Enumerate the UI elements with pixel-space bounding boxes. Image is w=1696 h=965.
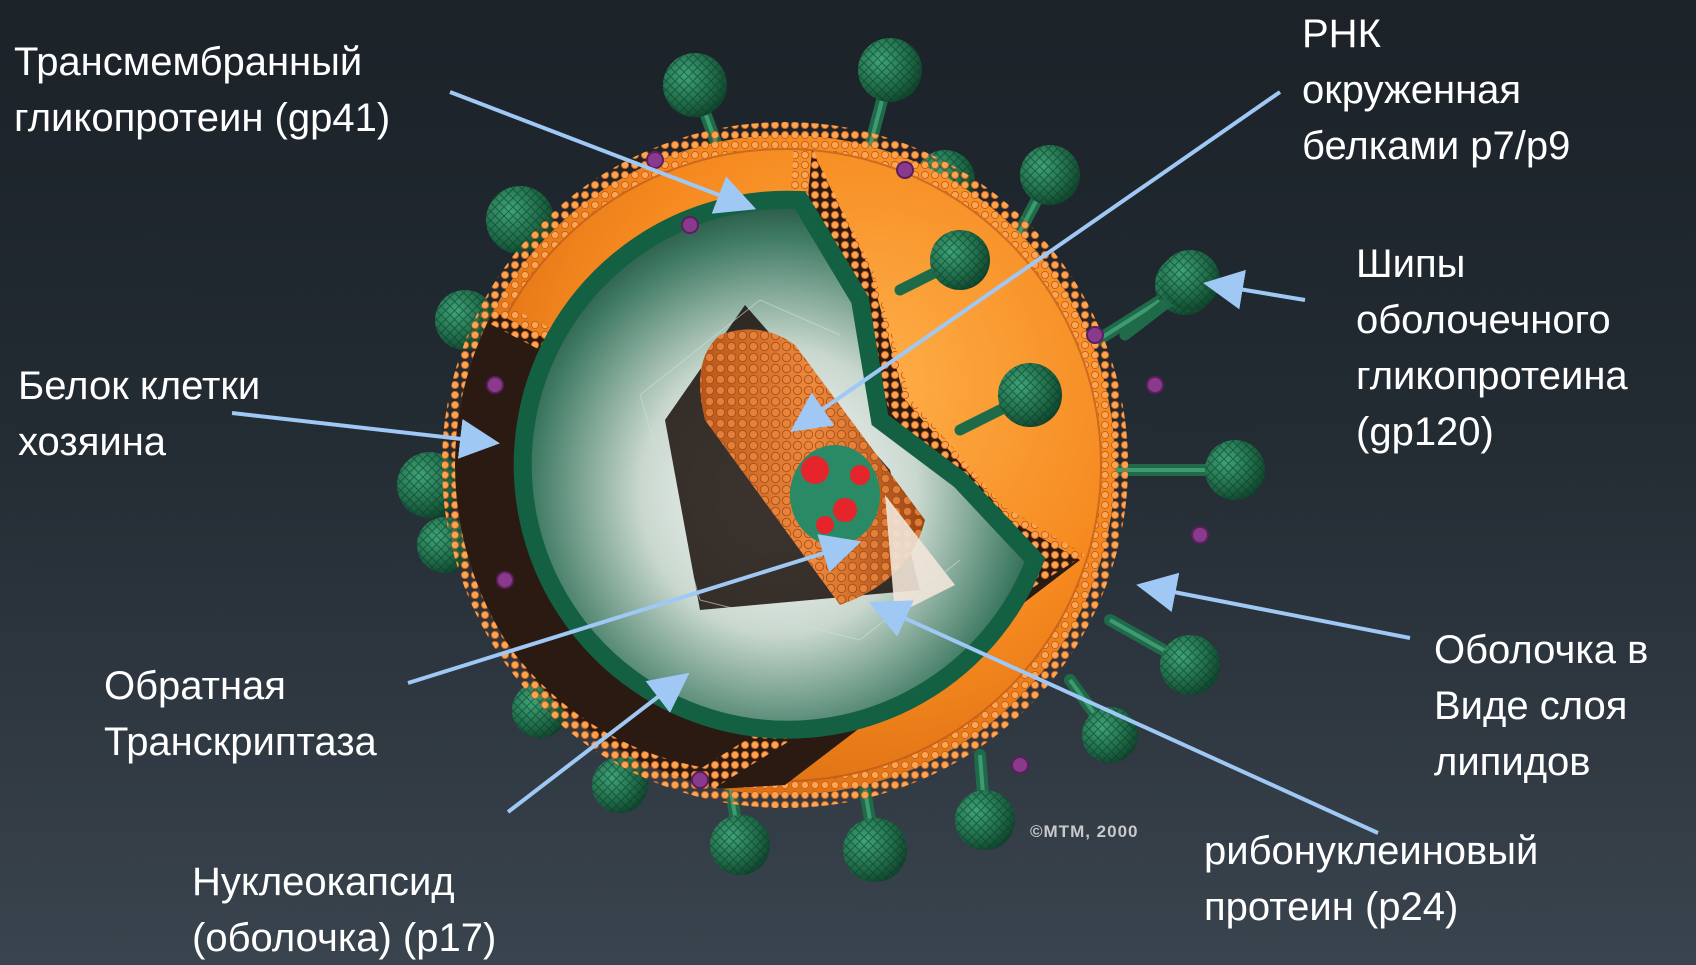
gp120-spike [843, 790, 907, 882]
label-rna-line3: белками p7/p9 [1302, 118, 1570, 174]
host-cell-protein [682, 217, 698, 233]
host-cell-protein [897, 162, 913, 178]
label-gp120: Шипы оболочечного гликопротеина (gp120) [1356, 236, 1628, 460]
label-lipid-line1: Оболочка в [1434, 622, 1648, 678]
copyright-mark: ©MTM, 2000 [1030, 822, 1139, 842]
host-cell-protein [1192, 527, 1208, 543]
label-p17-line1: Нуклеокапсид [192, 854, 496, 910]
label-rna-line2: окруженная [1302, 62, 1570, 118]
label-gp120-line3: гликопротеина [1356, 348, 1628, 404]
gp120-spike [955, 755, 1015, 850]
label-gp41: Трансмембранный гликопротеин (gp41) [14, 34, 390, 146]
label-host-protein-line1: Белок клетки [18, 358, 260, 414]
gp120-spike-front [1125, 250, 1220, 335]
label-gp120-line4: (gp120) [1356, 404, 1628, 460]
label-p24-line2: протеин (p24) [1204, 879, 1538, 935]
label-host-protein: Белок клетки хозяина [18, 358, 260, 470]
label-p24-line1: рибонуклеиновый [1204, 823, 1538, 879]
host-cell-protein [1012, 757, 1028, 773]
label-p17: Нуклеокапсид (оболочка) (p17) [192, 854, 496, 965]
host-cell-protein [1087, 327, 1103, 343]
label-lipid-line2: Виде слоя [1434, 678, 1648, 734]
host-cell-protein [1147, 377, 1163, 393]
label-rna: РНК окруженная белками p7/p9 [1302, 6, 1570, 174]
pointer-arrow [1148, 587, 1410, 638]
label-rt-line1: Обратная [104, 658, 377, 714]
pointer-arrow [1215, 285, 1305, 300]
label-rt-line2: Транскриптаза [104, 714, 377, 770]
host-cell-protein [692, 772, 708, 788]
label-gp41-line2: гликопротеин (gp41) [14, 90, 390, 146]
host-cell-protein [647, 152, 663, 168]
label-gp41-line1: Трансмембранный [14, 34, 390, 90]
label-reverse-transcriptase: Обратная Транскриптаза [104, 658, 377, 770]
label-gp120-line1: Шипы [1356, 236, 1628, 292]
gp120-spike [1110, 620, 1220, 695]
label-lipid-envelope: Оболочка в Виде слоя липидов [1434, 622, 1648, 790]
label-lipid-line3: липидов [1434, 734, 1648, 790]
label-host-protein-line2: хозяина [18, 414, 260, 470]
host-cell-protein [497, 572, 513, 588]
host-cell-protein [487, 377, 503, 393]
label-p24: рибонуклеиновый протеин (p24) [1204, 823, 1538, 935]
label-p17-line2: (оболочка) (p17) [192, 910, 496, 965]
gp120-spike [1110, 440, 1265, 500]
label-gp120-line2: оболочечного [1356, 292, 1628, 348]
label-rna-line1: РНК [1302, 6, 1570, 62]
